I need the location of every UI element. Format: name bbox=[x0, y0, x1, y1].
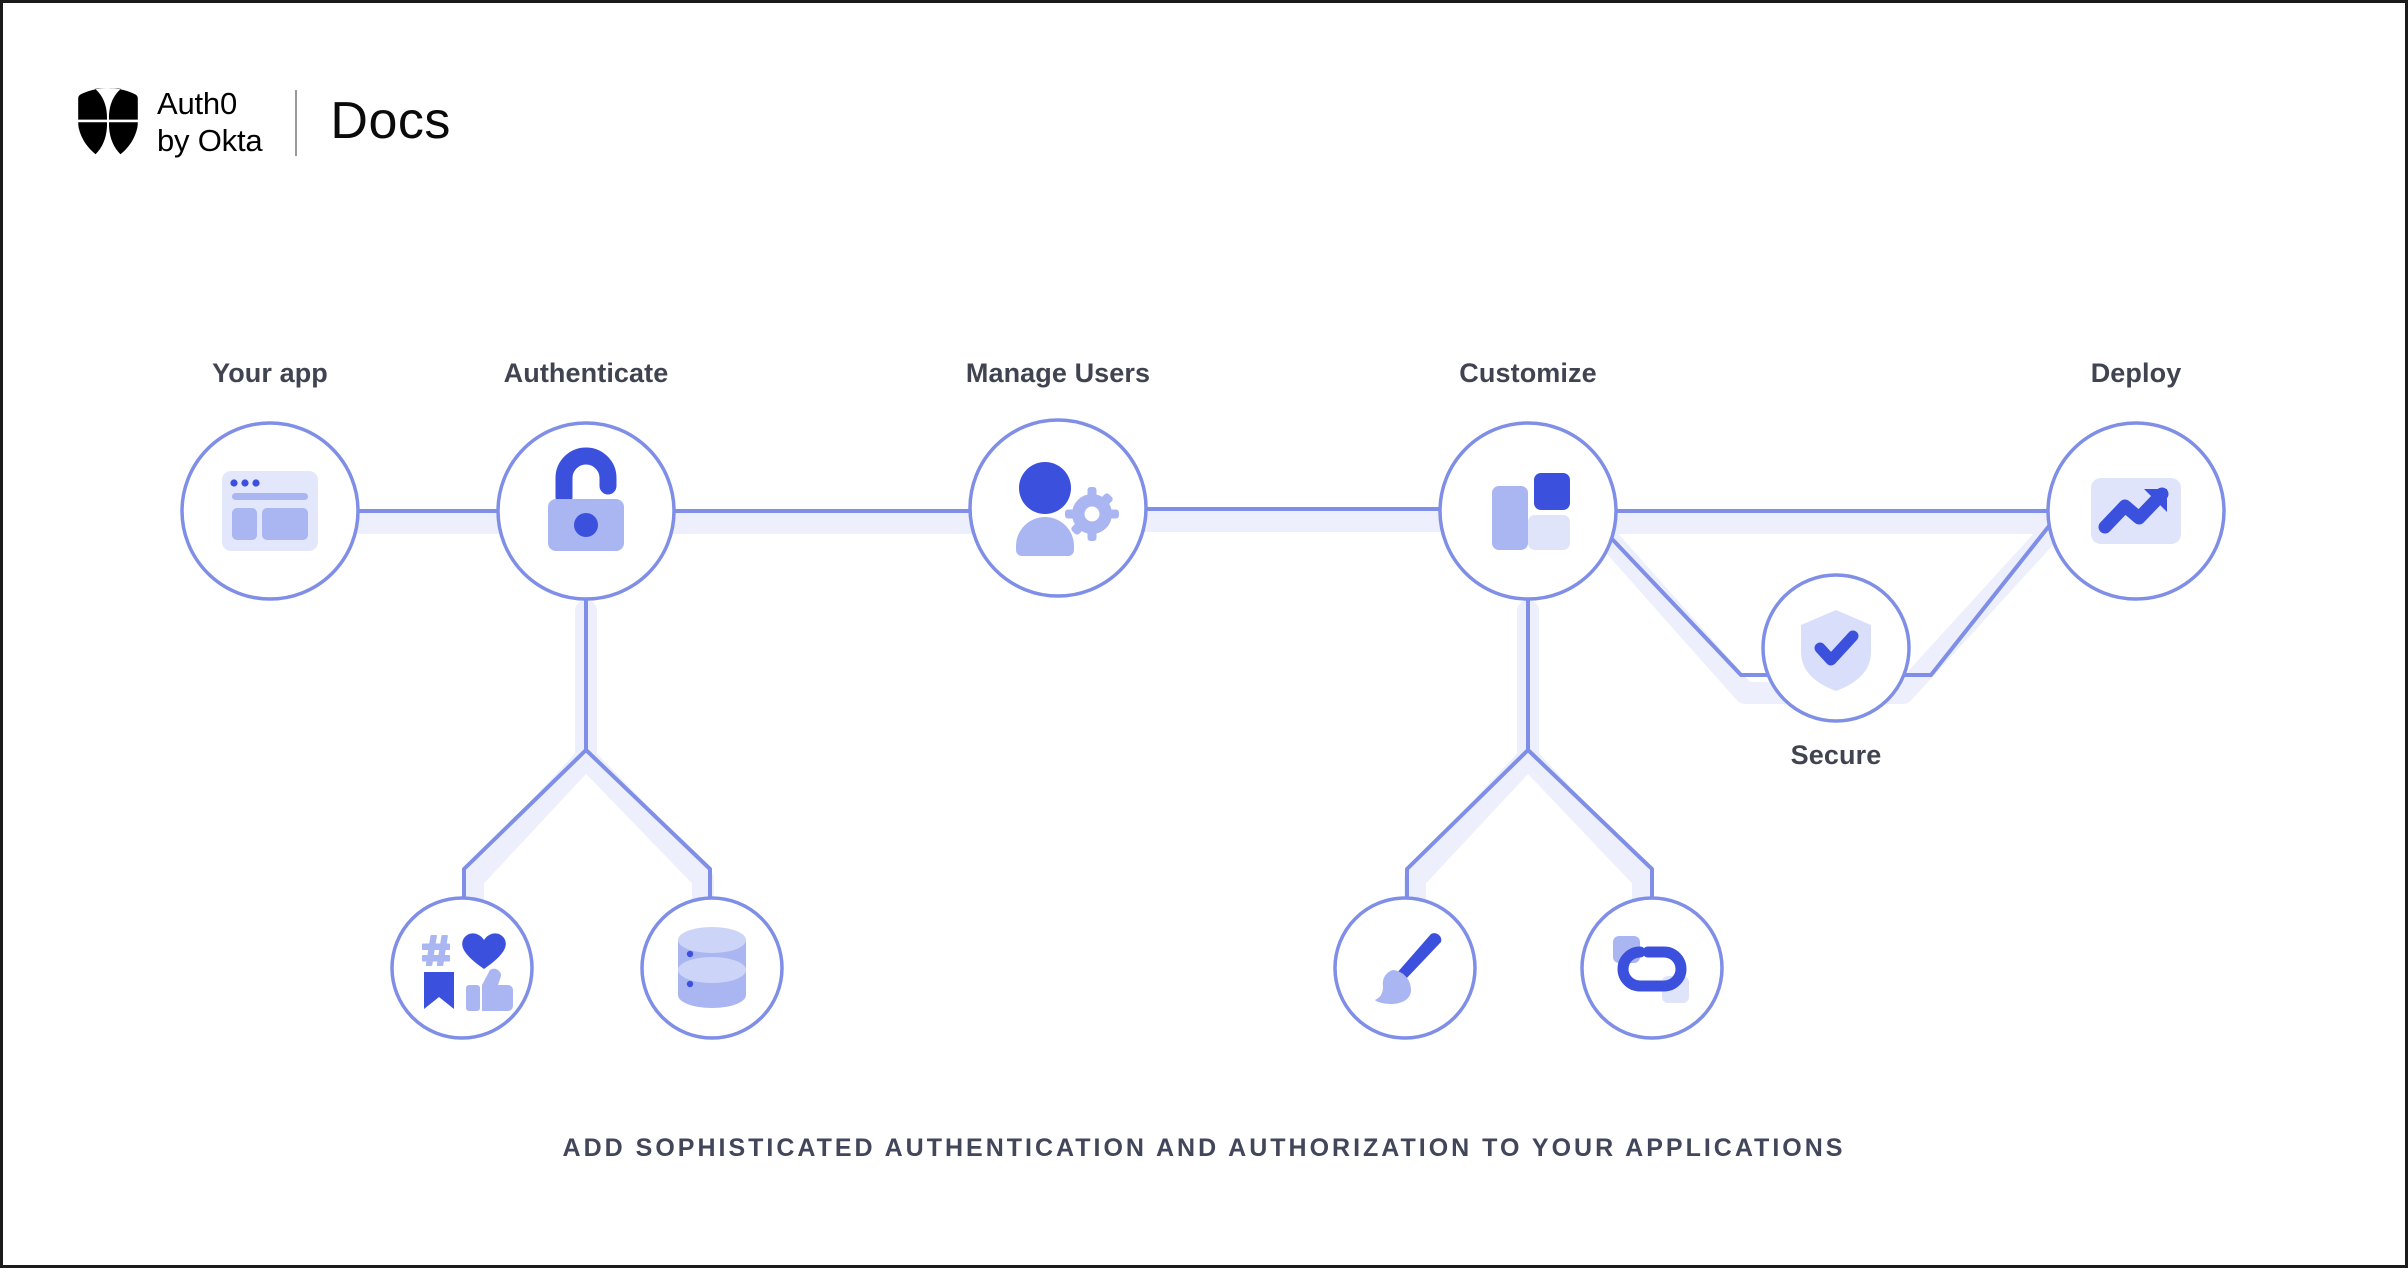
connector-customize-flows bbox=[1526, 597, 1654, 903]
connector-line-layer bbox=[353, 507, 2055, 903]
database-icon bbox=[678, 927, 746, 1008]
node-manage-users[interactable] bbox=[968, 418, 1148, 598]
node-secure[interactable] bbox=[1761, 573, 1911, 723]
label-customize: Customize bbox=[1459, 358, 1597, 388]
layout-blocks-icon bbox=[1492, 473, 1570, 550]
node-authenticate[interactable] bbox=[496, 421, 676, 601]
node-customize[interactable] bbox=[1438, 421, 1618, 601]
brand-header[interactable]: Auth0 by Okta Docs bbox=[77, 83, 451, 163]
docs-label: Docs bbox=[330, 92, 451, 150]
brand-name-line2: by Okta bbox=[157, 123, 263, 158]
label-deploy: Deploy bbox=[2090, 358, 2182, 388]
hashtag-icon bbox=[422, 935, 450, 966]
label-manage-users: Manage Users bbox=[965, 358, 1151, 388]
node-flows[interactable] bbox=[1580, 896, 1724, 1040]
connector-secure-deploy bbox=[1901, 519, 2055, 677]
node-social-connections[interactable] bbox=[390, 896, 534, 1040]
label-authenticate: Authenticate bbox=[503, 358, 669, 388]
connector-customize-secure bbox=[1593, 519, 1773, 677]
thumbs-up-icon bbox=[466, 968, 513, 1011]
node-branding[interactable] bbox=[1333, 896, 1477, 1040]
node-database[interactable] bbox=[640, 896, 784, 1040]
brand-wordmark: Auth0 by Okta bbox=[157, 86, 263, 159]
flow-connector-icon bbox=[1613, 936, 1689, 1003]
flow-diagram bbox=[3, 3, 2405, 1265]
label-your-app: Your app bbox=[212, 358, 328, 388]
heart-icon bbox=[462, 933, 506, 969]
tagline: ADD SOPHISTICATED AUTHENTICATION AND AUT… bbox=[562, 1134, 1846, 1162]
open-padlock-icon bbox=[548, 447, 624, 551]
node-your-app[interactable] bbox=[180, 421, 360, 601]
user-gear-icon bbox=[1016, 462, 1119, 556]
auth0-shield-icon bbox=[77, 85, 139, 161]
node-deploy[interactable] bbox=[2046, 421, 2226, 601]
browser-window-icon bbox=[222, 471, 318, 551]
brand-divider bbox=[295, 90, 298, 156]
bookmark-icon bbox=[424, 972, 454, 1009]
brand-name-line1: Auth0 bbox=[157, 86, 238, 122]
paintbrush-icon bbox=[1375, 933, 1442, 1004]
label-secure: Secure bbox=[1790, 740, 1882, 770]
trending-up-icon bbox=[2091, 478, 2181, 544]
connector-authenticate-database bbox=[584, 597, 712, 903]
social-icons-group bbox=[422, 933, 513, 1011]
shield-check-icon bbox=[1801, 610, 1871, 691]
